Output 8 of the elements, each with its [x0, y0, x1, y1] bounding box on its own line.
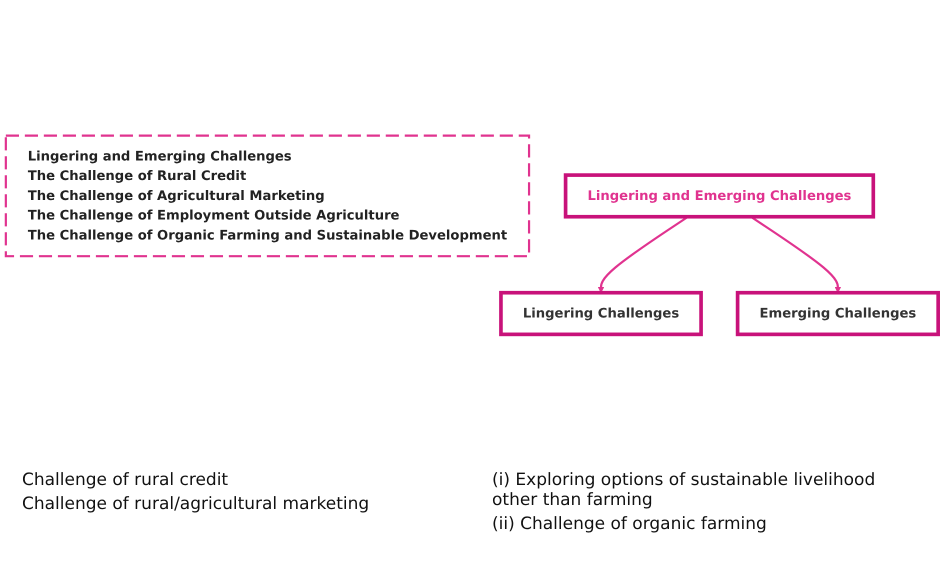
list-item: Challenge of rural credit	[22, 470, 230, 490]
list-item: (ii) Challenge of organic farming	[492, 514, 768, 534]
node-box: Lingering and Emerging Challenges The Challenge of Rural Credit The Challenge of Agricultural Marketing The Challenge of Employment Outside Agriculture The Challenge of Organic Farming and Sustainable Development	[4, 134, 530, 258]
list-item: (i) Exploring options of sustainable livelihood other than farming	[492, 470, 876, 510]
node-box: Lingering Challenges	[499, 290, 703, 336]
node-box: Emerging Challenges	[736, 290, 940, 336]
node-box: Lingering and Emerging Challenges	[564, 173, 876, 219]
list-item: Challenge of rural/agricultural marketing	[22, 494, 370, 514]
